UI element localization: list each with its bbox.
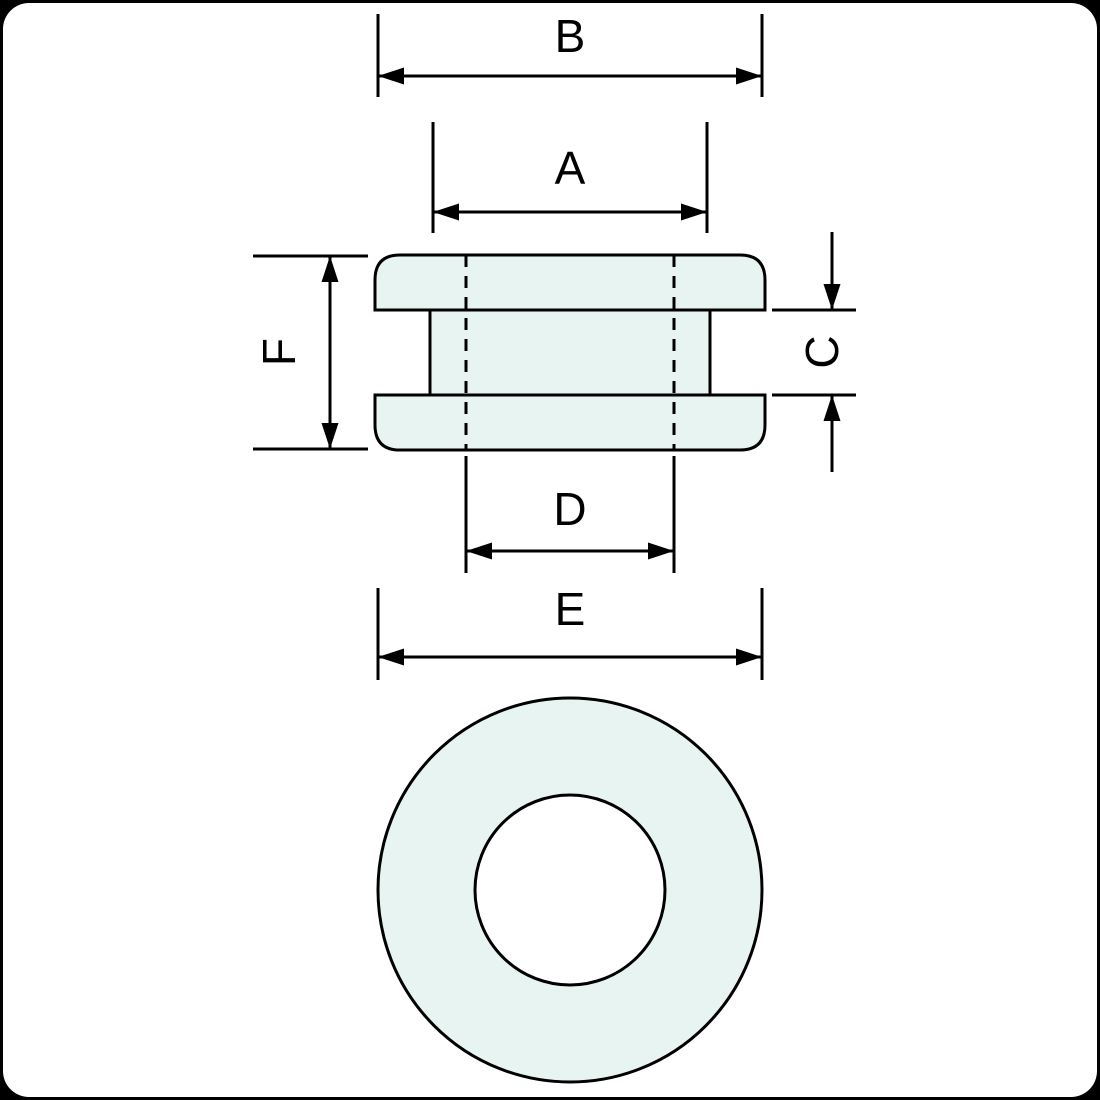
dim-b-arrowhead-left [378, 67, 404, 85]
dimension-b: B [376, 10, 764, 97]
dim-c-label: C [796, 335, 848, 368]
dim-b-label: B [555, 10, 586, 62]
dim-a-arrowhead-right [681, 203, 707, 221]
dimension-c: C [772, 232, 856, 472]
dim-e-arrowhead-right [736, 648, 762, 666]
grommet-bottom-flange [373, 393, 767, 452]
grommet-center-hole [473, 793, 667, 987]
dim-d-arrowhead-left [466, 542, 492, 560]
dim-e-arrowhead-left [378, 648, 404, 666]
dim-b-arrowhead-right [736, 67, 762, 85]
dim-c-arrowhead-up [823, 395, 841, 421]
dim-a-arrowhead-left [433, 203, 459, 221]
dim-d-arrowhead-right [648, 542, 674, 560]
dim-e-label: E [555, 583, 586, 635]
dimension-f: F [253, 254, 368, 451]
dim-c-arrowhead-down [823, 284, 841, 310]
grommet-top-flange [373, 253, 767, 312]
dim-a-label: A [555, 142, 586, 194]
dim-f-arrowhead-top [321, 256, 339, 282]
dim-d-label: D [553, 483, 586, 535]
grommet-waist [428, 308, 712, 397]
grommet-side-view [373, 253, 767, 452]
dimension-d: D [464, 456, 676, 573]
dimension-e: E [376, 583, 764, 680]
dimension-a: A [431, 122, 709, 233]
grommet-top-view [376, 696, 764, 1084]
dim-f-label: F [253, 338, 305, 366]
dim-f-arrowhead-bottom [321, 423, 339, 449]
